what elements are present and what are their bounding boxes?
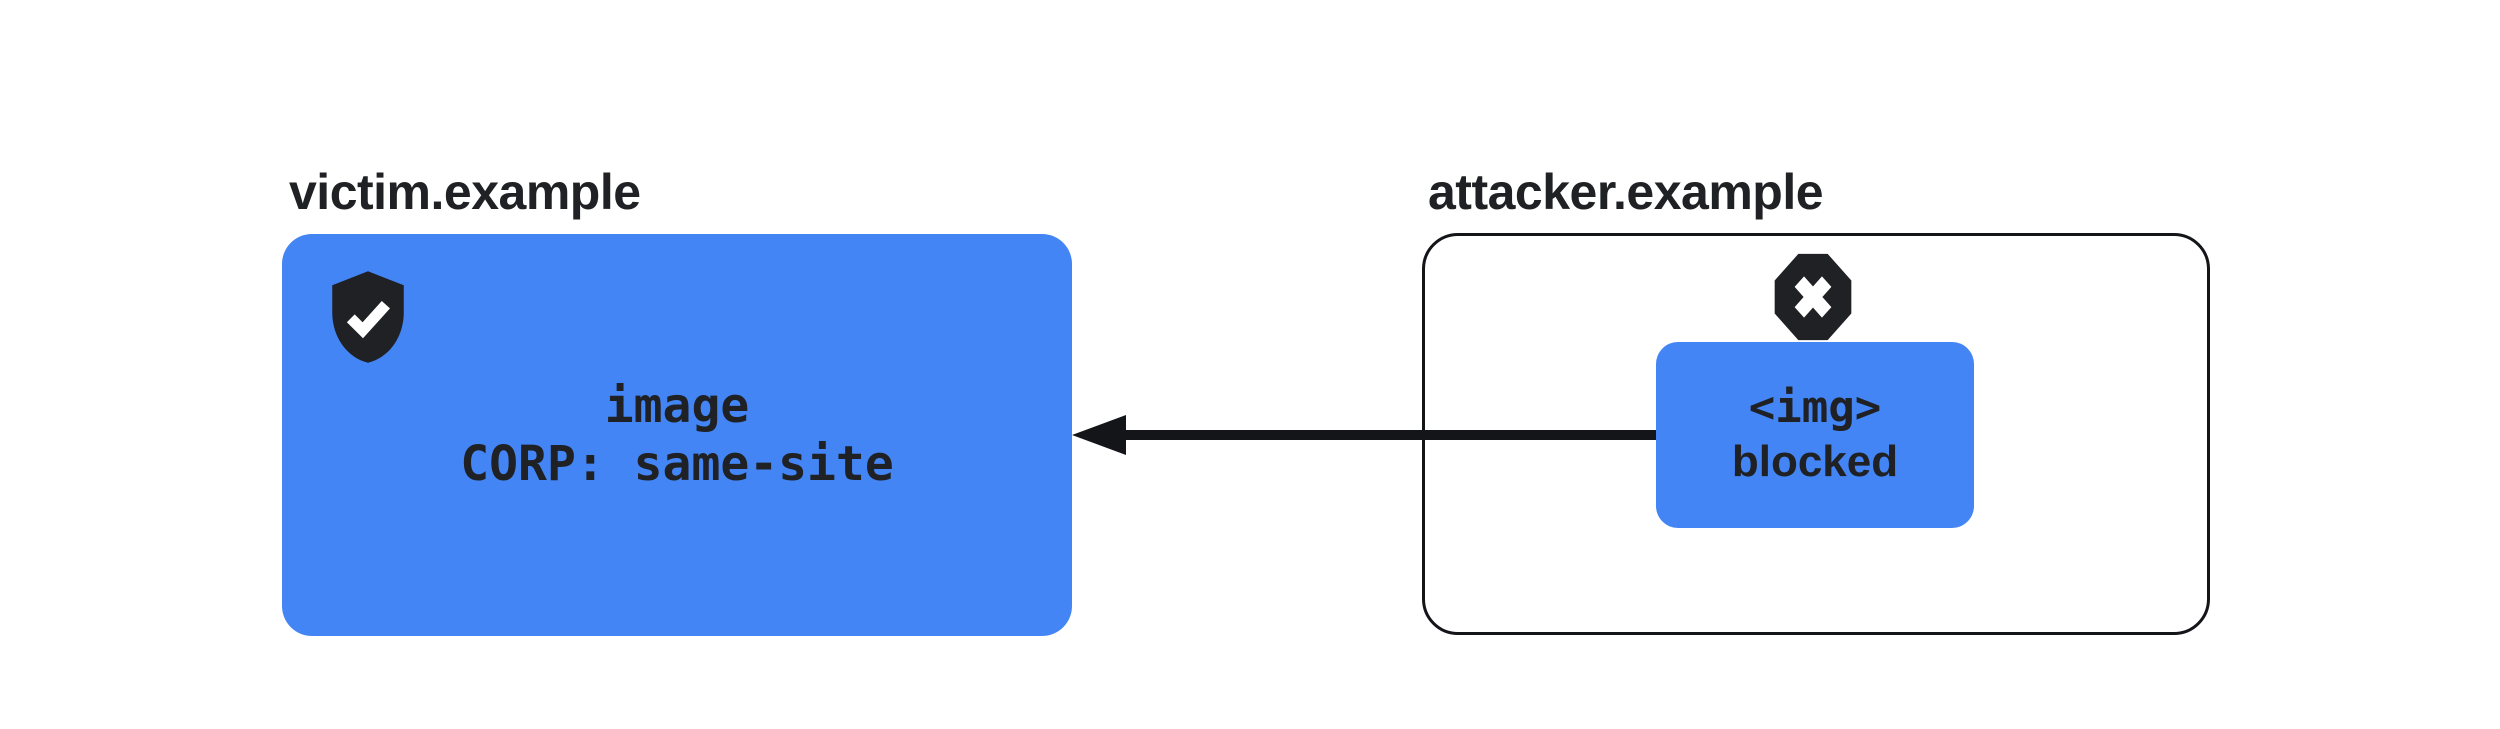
victim-box-text: image CORP: same-site [282,234,1072,636]
img-tag-label: <img> [1748,382,1882,433]
attacker-domain-label: attacker.example [1428,164,1824,220]
blocked-x-icon [1774,253,1852,341]
blocked-label: blocked [1731,437,1899,486]
corp-header-label: CORP: same-site [460,436,894,492]
img-request-box: <img> blocked [1656,342,1974,528]
request-arrow-icon [1072,415,1656,455]
shield-check-icon [332,271,404,363]
victim-site-box: image CORP: same-site [282,234,1072,636]
resource-type-label: image [604,378,750,434]
victim-domain-label: victim.example [289,164,641,220]
